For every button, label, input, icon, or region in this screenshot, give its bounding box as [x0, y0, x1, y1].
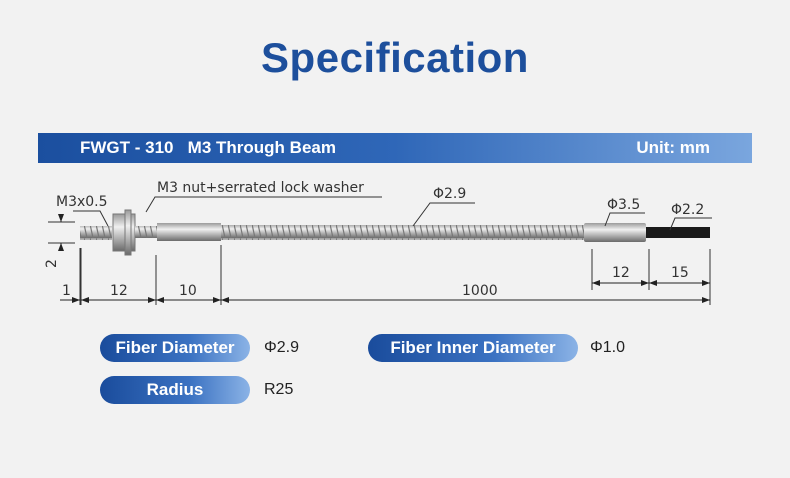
cable-diameter-label: Φ2.2: [671, 202, 704, 218]
coiled-fiber: [221, 225, 584, 240]
page-title: Specification: [261, 34, 529, 81]
fiber-diameter-label: Φ2.9: [433, 186, 466, 202]
spec-value-fiber-diameter: Φ2.9: [264, 339, 300, 356]
unit-label: Unit: mm: [636, 138, 710, 157]
thread: [80, 226, 112, 240]
dim-cable: 15: [671, 265, 689, 281]
spec-value-radius: R25: [264, 381, 294, 398]
dim-height: 2: [44, 259, 60, 268]
nut: [112, 213, 136, 252]
thread-label: M3x0.5: [56, 194, 108, 210]
end-sleeve: [584, 223, 646, 242]
dim-end-sleeve: 12: [612, 265, 630, 281]
spec-value-fiber-inner-diameter: Φ1.0: [590, 339, 626, 356]
dim-thread: 12: [110, 283, 128, 299]
spec-label-fiber-diameter: Fiber Diameter: [100, 334, 250, 362]
nut-label: M3 nut+serrated lock washer: [157, 180, 364, 196]
dim-tip: 1: [62, 283, 71, 299]
dim-fiber: 1000: [462, 283, 498, 299]
dim-sleeve: 10: [179, 283, 197, 299]
washer: [124, 209, 132, 256]
model-name: FWGT - 310 M3 Through Beam: [80, 138, 336, 157]
sleeve: [157, 223, 221, 241]
spec-label-radius: Radius: [100, 376, 250, 404]
sleeve-diameter-label: Φ3.5: [607, 197, 640, 213]
header-bar: FWGT - 310 M3 Through Beam Unit: mm: [38, 133, 752, 163]
cable: [646, 227, 710, 238]
spec-label-fiber-inner-diameter: Fiber Inner Diameter: [368, 334, 578, 362]
